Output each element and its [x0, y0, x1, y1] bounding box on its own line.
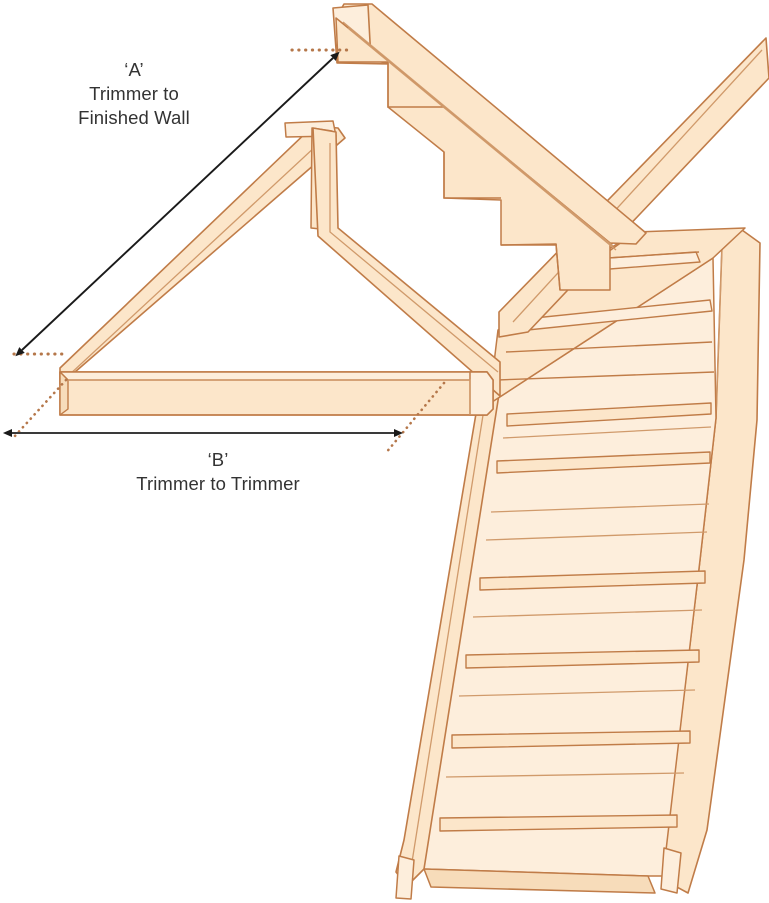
upper-flight: [332, 3, 647, 291]
dimension-label-a-letter: ‘A’: [124, 59, 144, 80]
trimmer-front-left-cap: [59, 371, 69, 416]
upper-flight-string-highlight: [342, 21, 617, 251]
trimmer-front-top-face: [59, 371, 494, 381]
lower-flight-treads: [439, 402, 712, 832]
dimension-arrows: [2, 51, 404, 438]
dimension-arrow-a: [15, 51, 340, 357]
extension-line-b-left: [12, 378, 68, 439]
dimension-label-b: ‘B’ Trimmer to Trimmer: [88, 448, 348, 496]
lower-flight: [395, 229, 761, 900]
diagonal-string-highlight: [512, 49, 763, 323]
dimension-label-b-letter: ‘B’: [207, 449, 229, 470]
extension-lines-diagonal: [12, 378, 446, 456]
bottom-step-skirt: [423, 868, 656, 894]
trimmer-left: [59, 125, 346, 385]
extension-line-b-right: [383, 381, 446, 456]
trimmer-front-right-cap: [469, 371, 494, 416]
trimmer-left-highlight: [67, 132, 331, 377]
stairwell-trimmers: [59, 120, 501, 416]
upper-flight-step-lines: [387, 62, 561, 291]
right-string-foot: [660, 847, 682, 894]
lower-flight-left-string-inner: [411, 389, 488, 863]
upper-flight-steps: [335, 17, 611, 291]
dimension-label-a: ‘A’ Trimmer to Finished Wall: [14, 58, 254, 130]
dimension-label-a-line2: Finished Wall: [78, 107, 190, 129]
upper-flight-far-string: [335, 3, 647, 245]
lower-flight-riser-lines: [445, 426, 712, 778]
dimension-label-a-line1: Trimmer to: [89, 83, 179, 105]
left-string-foot: [395, 855, 415, 900]
trimmer-front-inner-line: [68, 379, 471, 415]
dimension-label-b-line1: Trimmer to Trimmer: [136, 473, 300, 495]
